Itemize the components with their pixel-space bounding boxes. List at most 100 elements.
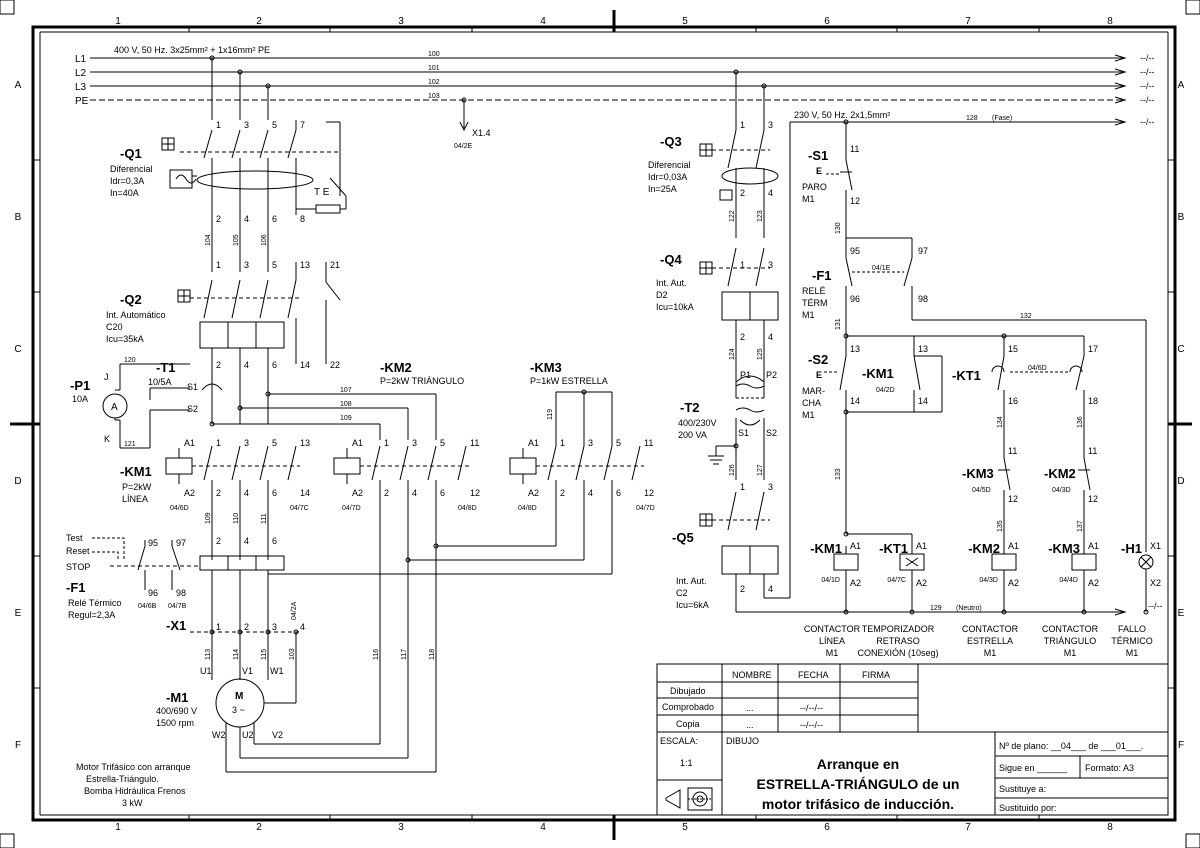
power-pin-51: 98: [176, 588, 186, 598]
coil-label-1-0: TEMPORIZADOR: [862, 624, 935, 634]
wire-116: 116: [373, 649, 380, 660]
q1-differential: T E -Q1 Diferencial Idr=0,3A In=40A: [110, 120, 347, 215]
coil-tag-3: -KM3: [1048, 541, 1080, 556]
control-pin-15: 97: [918, 246, 928, 256]
q5-breaker: -Q5 Int. Aut. C2 Icu=6kA: [672, 122, 1125, 613]
motor-note: Motor Trifásico con arranque Estrella-Tr…: [76, 762, 191, 808]
control-pin-10: 2: [740, 584, 745, 594]
power-pin-52: 2: [216, 536, 221, 546]
power-pin-42: 11: [644, 438, 653, 448]
q3-differential: -Q3 Diferencial Idr=0,03A In=25A 122 123: [648, 129, 779, 238]
x1-ref: 04/2A: [291, 601, 298, 620]
km1c-tag: -KM1: [862, 366, 894, 381]
power-pin-33: A2: [352, 488, 363, 498]
p1-k: K: [104, 434, 110, 444]
q4-desc-2: D2: [656, 290, 668, 300]
control-pin-14: 95: [850, 246, 860, 256]
power-pin-0: 1: [216, 120, 221, 130]
coil-ref-1: 04/7C: [887, 577, 906, 584]
note-3: Bomba Hidráulica Frenos: [84, 786, 186, 796]
row-label-left-F: F: [15, 740, 21, 751]
km3-ref2: 04/7D: [636, 505, 655, 512]
q3-wire-a: 122: [729, 210, 736, 222]
power-pin-36: 6: [440, 488, 445, 498]
pe-ref-page: 04/2E: [454, 143, 473, 150]
power-pin-32: 11: [470, 438, 479, 448]
q2-desc-3: Icu=35kA: [106, 334, 144, 344]
tb-title-3: motor trifásico de inducción.: [762, 796, 954, 812]
control-pin-23: 17: [1088, 344, 1098, 354]
coil-tag-4: -H1: [1121, 541, 1142, 556]
coil-label-1-1: RETRASO: [876, 636, 920, 646]
q5-desc-2: C2: [676, 588, 688, 598]
control-supply: -Q3 Diferencial Idr=0,03A In=25A 122 123…: [648, 72, 1163, 616]
power-pin-18: A1: [184, 438, 195, 448]
s1-desc-2: M1: [802, 194, 815, 204]
row-label-right-A: A: [1178, 80, 1185, 91]
power-pin-27: 14: [300, 488, 310, 498]
power-pin-4: 2: [216, 214, 221, 224]
tb-title-1: Arranque en: [817, 756, 899, 772]
q3-desc-2: Idr=0,03A: [648, 172, 687, 182]
tb-plano: Nº de plano: __04___ de ___01___.: [999, 741, 1143, 751]
q4-desc-3: Icu=10kA: [656, 302, 694, 312]
q5-tag: -Q5: [672, 530, 694, 545]
control-pin-24: 16: [1008, 396, 1018, 406]
control-pin-21: 14: [918, 396, 928, 406]
power-pin-48: 95: [148, 538, 158, 548]
m1-tag: -M1: [166, 690, 188, 705]
q2-desc-1: Int. Automático: [106, 310, 166, 320]
power-pin-47: 12: [644, 488, 654, 498]
coil-label-3-2: M1: [1064, 648, 1077, 658]
q3-tag: -Q3: [660, 134, 682, 149]
col-label-top-7: 7: [965, 16, 971, 27]
km2c-tag: -KM2: [1044, 466, 1076, 481]
power-pin-56: 2: [244, 622, 249, 632]
wire-106: 106: [261, 234, 268, 246]
q5-desc-1: Int. Aut.: [676, 576, 707, 586]
km1-ref2: 04/7C: [290, 505, 309, 512]
power-pin-16: 14: [300, 360, 310, 370]
coil-a2-2: A2: [1008, 578, 1019, 588]
power-pin-22: 13: [300, 438, 310, 448]
col-label-bottom-6: 6: [824, 822, 830, 833]
neutro-label: (Neutro): [956, 605, 982, 612]
power-pin-28: A1: [352, 438, 363, 448]
t2-p2: P2: [766, 370, 777, 380]
control-pin-22: 15: [1008, 344, 1018, 354]
col-label-top-4: 4: [540, 16, 546, 27]
control-pin-28: 12: [1008, 494, 1018, 504]
s1-desc-1: PARO: [802, 182, 827, 192]
wire-103b: 103: [289, 648, 296, 660]
col-label-bottom-2: 2: [256, 822, 262, 833]
km2-desc: P=2kW TRIÁNGULO: [380, 376, 464, 386]
coil-a2-1: A2: [916, 578, 927, 588]
km2-tag: -KM2: [380, 360, 412, 375]
f1c-tag: -F1: [812, 268, 832, 283]
note-2: Estrella-Triángulo.: [86, 774, 159, 784]
power-pin-31: 5: [440, 438, 445, 448]
km1-contactor: -KM1 P=2kW LÍNEA 04/6D 04/7C: [120, 445, 309, 560]
power-pin-1: 3: [244, 120, 249, 130]
power-pin-46: 6: [616, 488, 621, 498]
supply-spec: 400 V, 50 Hz. 3x25mm² + 1x16mm² PE: [114, 45, 270, 55]
q1-desc-1: Diferencial: [110, 164, 153, 174]
coil-label-3-1: TRIÁNGULO: [1044, 636, 1097, 646]
cont-l1: --/--: [1140, 53, 1155, 63]
t2-transformer: P1 P2 S1 S2 -T2 400/230V 200 VA 126 127: [678, 370, 777, 480]
pe-ref: X1.4: [472, 128, 491, 138]
coil-label-4-2: M1: [1126, 648, 1139, 658]
t2-tag: -T2: [680, 400, 700, 415]
control-pin-1: 3: [768, 120, 773, 130]
col-label-top-8: 8: [1107, 16, 1113, 27]
f1-desc-1: Relé Térmico: [68, 598, 121, 608]
wire-134: 134: [997, 416, 1004, 428]
q2-tag: -Q2: [120, 292, 142, 307]
t2-s2: S2: [766, 428, 777, 438]
t1-s1: S1: [187, 382, 198, 392]
coil-tag-1: -KT1: [879, 541, 908, 556]
power-pin-15: 6: [272, 360, 277, 370]
line-pe: PE: [75, 96, 89, 107]
